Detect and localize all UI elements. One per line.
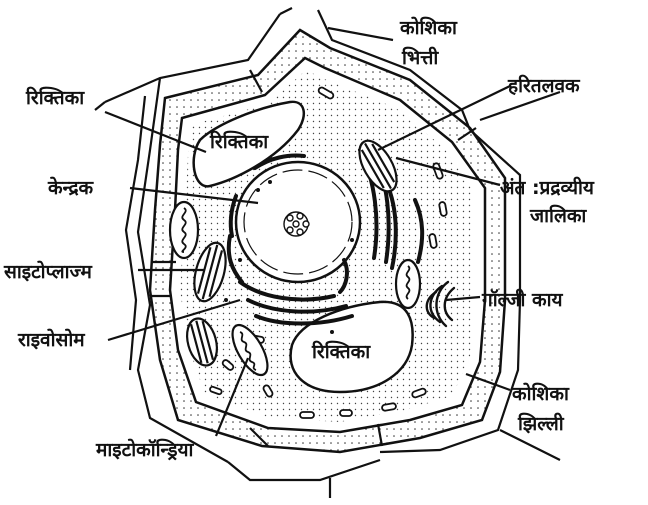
label-vacuole-left: रिक्तिका [25, 86, 85, 109]
nucleus [234, 160, 362, 284]
label-er-line1: अंत :प्रद्रव्यीय [500, 176, 595, 199]
label-ribosome: राइवोसोम [17, 328, 85, 351]
chloroplast-bottom-left [186, 317, 218, 367]
label-membrane-line2: झिल्ली [517, 412, 565, 435]
chloroplast-top [358, 139, 398, 193]
label-vacuole-top: रिक्तिका [209, 130, 269, 153]
wall-junctions [150, 69, 477, 447]
ribosomes [224, 180, 354, 334]
label-mitochondria: माइटोकॉन्ड्रिया [95, 438, 195, 461]
vacuole-bottom [289, 300, 414, 394]
mitochondrion-right [394, 258, 422, 310]
label-cytoplasm: साइटोप्लाज्म [3, 260, 92, 283]
neighbor-walls [94, 7, 561, 498]
label-golgi: गॉल्जी काय [481, 288, 564, 311]
label-cell-wall-line2: भित्ती [401, 46, 439, 69]
golgi-body [425, 280, 456, 328]
label-vacuole-bottom: रिक्तिका [311, 340, 371, 363]
nucleolus [283, 211, 310, 237]
vacuole-top [192, 100, 306, 188]
label-membrane-line1: कोशिका [511, 382, 570, 405]
chloroplast-left [193, 241, 227, 303]
mitochondrion-bottom [231, 323, 269, 377]
label-er-line2: जालिका [529, 204, 587, 227]
mitochondrion-left [168, 200, 200, 260]
label-chloroplast: हरितलवक [507, 74, 581, 97]
label-nucleus: केन्द्रक [47, 176, 95, 199]
leader-lines [104, 26, 511, 437]
label-cell-wall-line1: कोशिका [399, 16, 458, 39]
